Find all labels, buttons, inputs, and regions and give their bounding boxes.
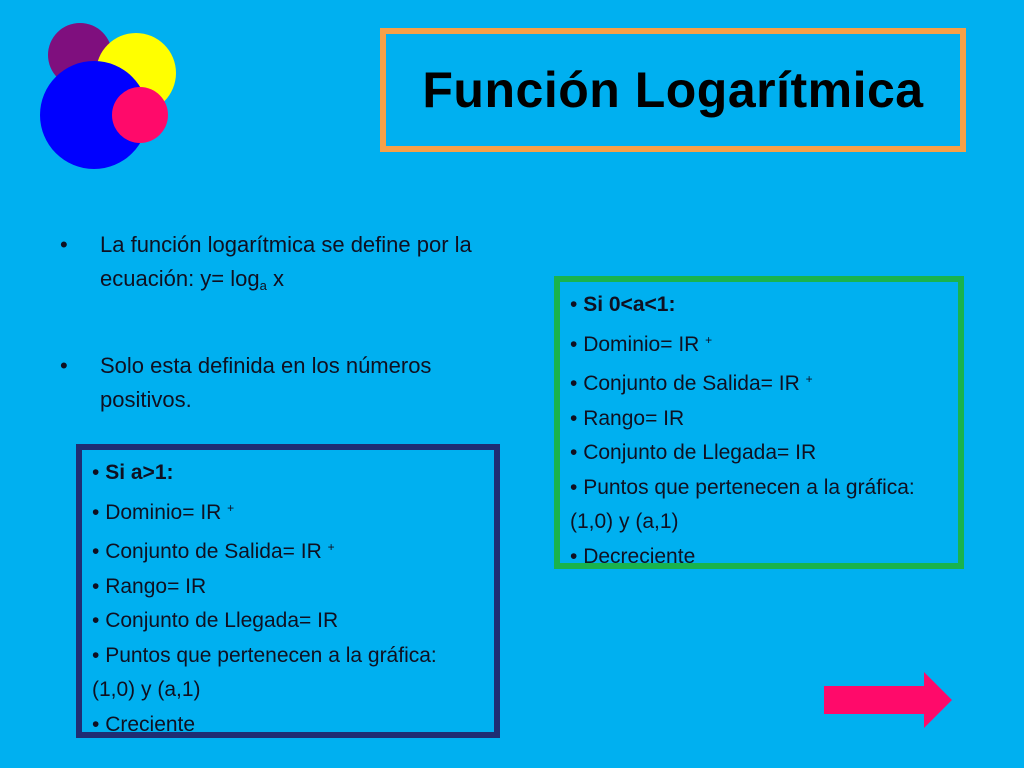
case-a-greater-than-one-box: • Si a>1: • Dominio= IR + • Conjunto de … (76, 444, 500, 738)
superscript-plus: + (805, 372, 813, 386)
box-heading-line: • Si a>1: (92, 456, 484, 491)
line-mark: • (92, 574, 100, 598)
box-line-monotonia: • Decreciente (570, 540, 948, 575)
line-mark: • (92, 609, 100, 632)
box-line-monotonia: • Creciente (92, 708, 484, 743)
box-heading: Si 0<a<1: (583, 293, 676, 316)
line-mark: • (92, 712, 100, 736)
line-mark: • (92, 540, 100, 563)
line-mark: • (570, 544, 578, 568)
title-box: Función Logarítmica (380, 28, 966, 152)
line-text: Conjunto de Salida= IR (577, 372, 806, 395)
arrow-shape (824, 672, 952, 728)
line-text: Creciente (99, 712, 196, 736)
case-a-between-zero-and-one-box: • Si 0<a<1: • Dominio= IR + • Conjunto d… (554, 276, 964, 569)
line-mark: • (92, 500, 100, 524)
box-heading: Si a>1: (105, 461, 174, 484)
line-text: Conjunto de Llegada= IR (577, 441, 817, 464)
line-mark: • (570, 406, 578, 430)
line-mark: • (570, 441, 578, 464)
bullet-mark: • (60, 353, 68, 378)
log-base-subscript: a (259, 278, 267, 293)
box-line-llegada: • Conjunto de Llegada= IR (570, 436, 948, 471)
slide-title: Función Logarítmica (422, 62, 924, 118)
bullet-definition: • La función logarítmica se define por l… (60, 228, 510, 303)
logo-circle-pink (112, 87, 168, 143)
line-text: Dominio= IR (99, 500, 228, 524)
box-line-dominio: • Dominio= IR + (92, 491, 484, 531)
bullet-text: La función logarítmica se define por la … (100, 228, 510, 303)
line-mark: • (92, 643, 100, 667)
superscript-plus: + (327, 540, 335, 554)
line-text: Puntos que pertenecen a la gráfica: (1,0… (92, 643, 437, 702)
superscript-plus: + (227, 500, 235, 515)
box-line-salida: • Conjunto de Salida= IR + (92, 530, 484, 570)
line-text: Rango= IR (99, 574, 207, 598)
bullet-text-main: La función logarítmica se define por la … (100, 232, 472, 291)
box-heading-line: • Si 0<a<1: (570, 288, 948, 323)
box-line-puntos: • Puntos que pertenecen a la gráfica: (1… (570, 471, 948, 540)
line-text: Puntos que pertenecen a la gráfica: (1,0… (570, 475, 915, 534)
bullet-text: Solo esta definida en los números positi… (100, 353, 432, 412)
line-mark: • (92, 461, 100, 484)
bullet-text-tail: x (266, 266, 284, 291)
box-line-salida: • Conjunto de Salida= IR + (570, 362, 948, 402)
line-mark: • (570, 372, 578, 395)
right-arrow-icon[interactable] (824, 672, 952, 728)
box-line-puntos: • Puntos que pertenecen a la gráfica: (1… (92, 639, 484, 708)
line-text: Conjunto de Salida= IR (99, 540, 328, 563)
line-text: Rango= IR (577, 406, 685, 430)
overlapping-circles-icon (36, 20, 186, 170)
definition-bullets: • La función logarítmica se define por l… (60, 228, 510, 463)
box-line-llegada: • Conjunto de Llegada= IR (92, 604, 484, 639)
box-line-dominio: • Dominio= IR + (570, 323, 948, 363)
line-mark: • (570, 293, 578, 316)
bullet-mark: • (60, 232, 68, 257)
box-line-rango: • Rango= IR (570, 402, 948, 437)
line-text: Dominio= IR (577, 332, 706, 356)
bullet-domain-note: • Solo esta definida en los números posi… (60, 349, 510, 417)
line-text: Decreciente (577, 544, 696, 568)
superscript-plus: + (705, 332, 713, 347)
line-mark: • (570, 332, 578, 356)
box-line-rango: • Rango= IR (92, 570, 484, 605)
line-text: Conjunto de Llegada= IR (99, 609, 339, 632)
logo-circle-blue (40, 61, 148, 169)
line-mark: • (570, 475, 578, 499)
